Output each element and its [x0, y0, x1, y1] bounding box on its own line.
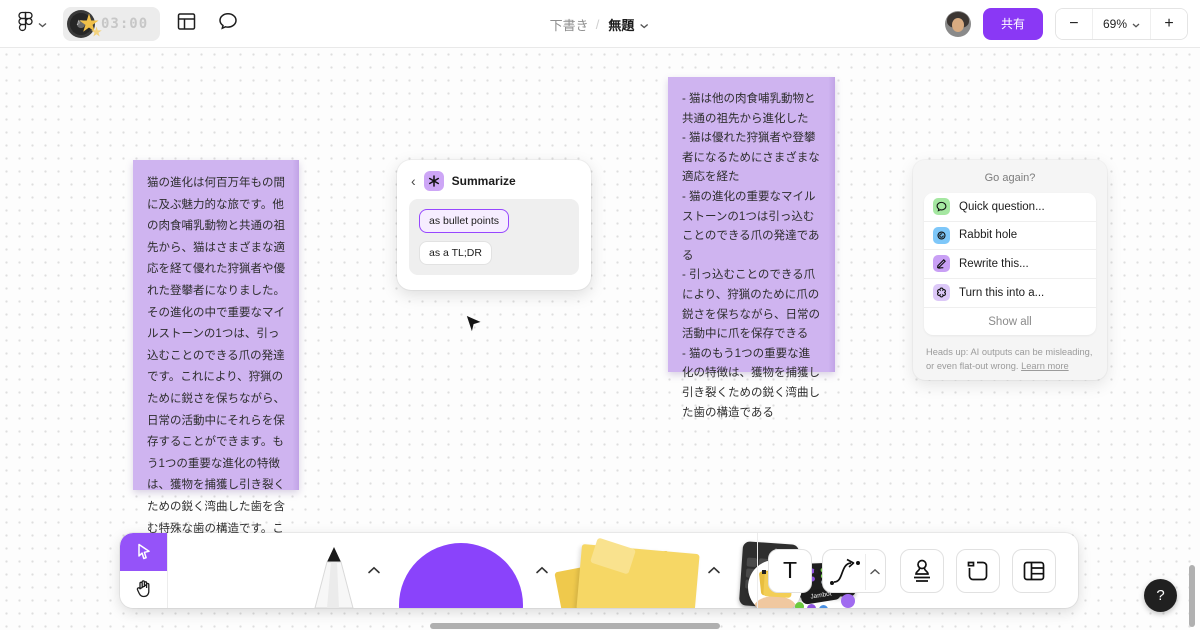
text-handle-right [814, 569, 818, 574]
vinyl-record-icon: ♪ [67, 9, 102, 38]
stamp-tool[interactable] [900, 548, 944, 593]
shape-tool[interactable] [399, 543, 523, 608]
stamp-icon [914, 559, 930, 582]
main-menu-button[interactable] [12, 7, 53, 41]
connector-arrow-icon [830, 558, 860, 585]
menu-item-label: Rabbit hole [959, 229, 1018, 242]
speech-bubble-icon [933, 198, 950, 216]
template-layout-icon [177, 12, 196, 36]
pen-scribble-icon [933, 255, 950, 273]
vertical-scrollbar[interactable] [1189, 565, 1195, 627]
disclaimer-text: Heads up: AI outputs can be misleading, … [926, 347, 1093, 372]
help-button[interactable]: ? [1144, 579, 1177, 612]
sticky-note-summary[interactable]: - 猫は他の肉食哺乳動物と共通の祖先から進化した - 猫は優れた狩猟者や登攀者に… [668, 77, 835, 419]
summarize-widget: ‹ Summarize as bullet points as a TL;DR [397, 160, 591, 290]
menu-item-rabbit-hole[interactable]: Rabbit hole [924, 222, 1096, 250]
sticky-note-tool[interactable] [553, 537, 701, 608]
user-avatar[interactable] [944, 10, 971, 37]
summarize-options-panel: as bullet points as a TL;DR [409, 199, 579, 275]
breadcrumb-folder[interactable]: 下書き [549, 17, 589, 33]
zoom-controls: − 69% + [1054, 7, 1188, 40]
section-tool[interactable] [956, 548, 1000, 593]
music-note-icon: ♪ [76, 16, 81, 27]
widget-dot-blue [819, 605, 828, 608]
select-tool[interactable] [120, 533, 167, 571]
flower-icon [933, 284, 950, 302]
timer-display: 03:00 [101, 15, 149, 32]
section-icon [967, 561, 988, 580]
divider [865, 553, 866, 590]
chevron-down-icon [38, 15, 47, 33]
marker-tool[interactable] [303, 545, 365, 608]
option-as-tldr[interactable]: as a TL;DR [419, 241, 492, 265]
chevron-down-icon [639, 17, 648, 32]
back-icon[interactable]: ‹ [411, 173, 416, 189]
ai-disclaimer: Heads up: AI outputs can be misleading, … [926, 345, 1094, 374]
show-all-button[interactable]: Show all [924, 307, 1096, 335]
summarize-title: Summarize [451, 174, 516, 188]
learn-more-link[interactable]: Learn more [1021, 361, 1069, 372]
breadcrumb: 下書き / 無題 [550, 0, 651, 48]
ai-sparkle-icon [423, 171, 444, 191]
sticky-expand-chevron[interactable] [707, 566, 721, 574]
divider [167, 533, 168, 608]
chat-bubble-icon [218, 11, 238, 36]
menu-item-label: Turn this into a... [959, 286, 1045, 299]
chat-button[interactable] [212, 8, 244, 40]
hand-icon [136, 580, 150, 598]
zoom-out-button[interactable]: − [1055, 8, 1092, 39]
sticky-note-source[interactable]: 猫の進化は何百万年もの間に及ぶ魅力的な旅です。他の肉食哺乳動物と共通の祖先から、… [133, 160, 299, 556]
table-icon [1023, 561, 1045, 580]
zoom-in-button[interactable]: + [1151, 8, 1187, 39]
menu-item-label: Rewrite this... [959, 257, 1029, 270]
file-title: 無題 [608, 17, 635, 33]
text-handle-left [762, 569, 766, 574]
shape-expand-chevron[interactable] [535, 566, 549, 574]
menu-item-quick-question[interactable]: Quick question... [924, 193, 1096, 222]
option-as-bullet-points[interactable]: as bullet points [419, 209, 510, 233]
widget-dot-green [795, 602, 804, 608]
connector-expand-chevron[interactable] [869, 568, 881, 575]
go-again-title: Go again? [984, 172, 1036, 184]
go-again-list: Quick question... Rabbit hole Rewrite th… [924, 193, 1096, 335]
share-button[interactable]: 共有 [982, 7, 1043, 40]
horizontal-scrollbar[interactable] [430, 623, 720, 629]
menu-item-turn-this-into[interactable]: Turn this into a... [924, 279, 1096, 308]
widget-dot-purple [807, 604, 816, 608]
music-timer-widget[interactable]: ♪ 03:00 [63, 6, 161, 41]
hand-tool[interactable] [120, 570, 167, 608]
menu-item-label: Quick question... [959, 200, 1045, 213]
file-title-chip[interactable]: 無題 [606, 11, 650, 38]
cursor-arrow-icon [137, 544, 150, 560]
templates-button[interactable] [170, 8, 202, 40]
menu-item-rewrite-this[interactable]: Rewrite this... [924, 250, 1096, 279]
star-small-icon [91, 26, 102, 37]
zoom-level-dropdown[interactable]: 69% [1091, 8, 1151, 39]
go-again-panel: Go again? Quick question... Rabbit hole [913, 160, 1107, 380]
tool-dock: 100.0 Jambot T [120, 533, 1078, 608]
widget-sparkle-dot [841, 594, 855, 608]
divider [757, 533, 758, 608]
avatar-face [951, 17, 964, 32]
figma-logo-icon [18, 11, 33, 37]
text-tool[interactable]: T [762, 548, 818, 593]
breadcrumb-separator: / [595, 16, 600, 32]
top-toolbar: ♪ 03:00 [0, 0, 1200, 48]
chevron-down-icon [1132, 17, 1140, 31]
table-tool[interactable] [1012, 548, 1056, 593]
spiral-icon [933, 226, 950, 244]
zoom-level-value: 69% [1102, 16, 1127, 31]
connector-tool[interactable] [822, 548, 886, 593]
text-tool-icon: T [782, 557, 798, 583]
marker-expand-chevron[interactable] [367, 566, 381, 574]
